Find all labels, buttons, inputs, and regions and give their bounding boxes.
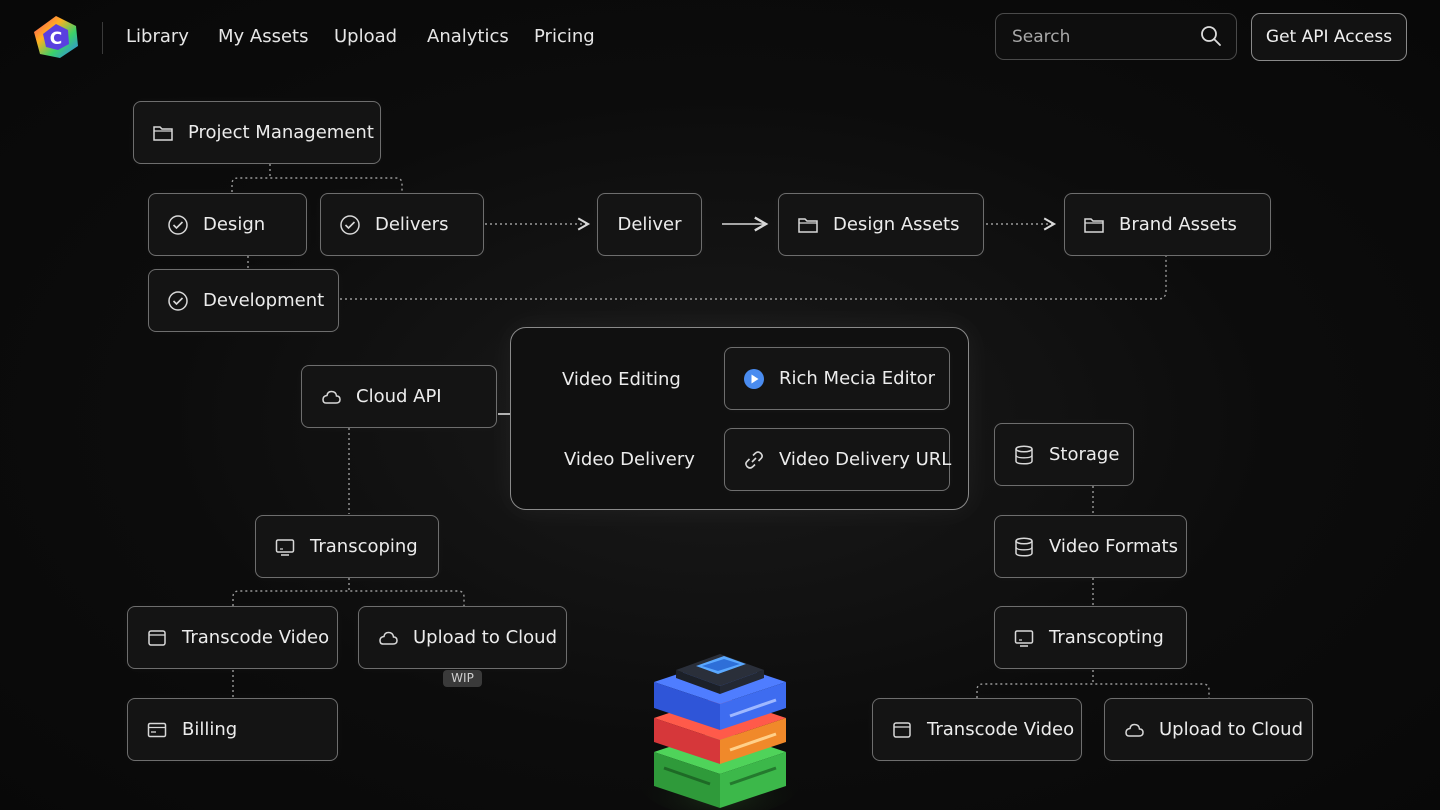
nav-link-upload[interactable]: Upload: [334, 26, 398, 47]
node-transcode-video-right[interactable]: Transcode Video: [872, 698, 1082, 761]
node-label: Development: [203, 290, 325, 311]
svg-text:C: C: [50, 29, 62, 49]
node-label: Transcopting: [1049, 627, 1164, 648]
node-design[interactable]: Design: [148, 193, 307, 256]
node-transcode-video-left[interactable]: Transcode Video: [127, 606, 338, 669]
node-label: Brand Assets: [1119, 214, 1237, 235]
node-design-assets[interactable]: Design Assets: [778, 193, 984, 256]
database-icon: [1013, 444, 1035, 466]
nav-divider: [102, 22, 103, 54]
nav-link-pricing[interactable]: Pricing: [534, 26, 595, 47]
node-label: Design Assets: [833, 214, 960, 235]
node-label: Cloud API: [356, 386, 442, 407]
wip-badge: WIP: [443, 670, 482, 687]
node-cloud-api[interactable]: Cloud API: [301, 365, 497, 428]
node-billing[interactable]: Billing: [127, 698, 338, 761]
folder-icon: [1083, 214, 1105, 236]
node-label: Upload to Cloud: [413, 627, 557, 648]
label-video-editing: Video Editing: [562, 369, 681, 390]
node-label: Video Delivery URL: [779, 449, 952, 470]
node-label: Design: [203, 214, 266, 235]
nav-link-analytics[interactable]: Analytics: [427, 26, 509, 47]
node-transcoping[interactable]: Transcoping: [255, 515, 439, 578]
node-video-formats[interactable]: Video Formats: [994, 515, 1187, 578]
folder-icon: [152, 122, 174, 144]
search-box: [995, 13, 1237, 60]
window-icon: [891, 719, 913, 741]
get-api-access-button[interactable]: Get API Access: [1251, 13, 1407, 61]
node-development[interactable]: Development: [148, 269, 339, 332]
cloud-icon: [377, 627, 399, 649]
label-video-delivery: Video Delivery: [564, 449, 695, 470]
node-storage[interactable]: Storage: [994, 423, 1134, 486]
server-stack-illustration: [640, 654, 800, 810]
node-label: Transcoping: [310, 536, 418, 557]
cloud-icon: [1123, 719, 1145, 741]
node-label: Project Management: [188, 122, 374, 143]
billing-icon: [146, 719, 168, 741]
node-upload-to-cloud-right[interactable]: Upload to Cloud: [1104, 698, 1313, 761]
node-upload-to-cloud-left[interactable]: Upload to Cloud: [358, 606, 567, 669]
logo-icon[interactable]: C: [32, 14, 80, 60]
node-rich-media-editor[interactable]: Rich Mecia Editor: [724, 347, 950, 410]
nav-link-library[interactable]: Library: [126, 26, 189, 47]
play-icon: [743, 368, 765, 390]
monitor-icon: [274, 536, 296, 558]
check-circle-icon: [167, 290, 189, 312]
cloud-icon: [320, 386, 342, 408]
node-label: Rich Mecia Editor: [779, 368, 936, 389]
node-label: Transcode Video: [182, 627, 330, 648]
monitor-icon: [1013, 627, 1035, 649]
node-label: Video Formats: [1049, 536, 1178, 557]
nav-link-my-assets[interactable]: My Assets: [218, 26, 309, 47]
top-navigation: C Library My Assets Upload Analytics Pri…: [0, 0, 1440, 76]
window-icon: [146, 627, 168, 649]
node-delivers[interactable]: Delivers: [320, 193, 484, 256]
node-label: Deliver: [617, 214, 682, 235]
node-label: Transcode Video: [927, 719, 1075, 740]
node-label: Delivers: [375, 214, 449, 235]
search-input[interactable]: [1010, 14, 1194, 60]
link-icon: [743, 449, 765, 471]
node-transcopting[interactable]: Transcopting: [994, 606, 1187, 669]
search-icon[interactable]: [1200, 25, 1222, 47]
node-label: Storage: [1049, 444, 1120, 465]
node-label: Billing: [182, 719, 238, 740]
node-project-management[interactable]: Project Management: [133, 101, 381, 164]
check-circle-icon: [167, 214, 189, 236]
folder-icon: [797, 214, 819, 236]
database-icon: [1013, 536, 1035, 558]
node-video-delivery-url[interactable]: Video Delivery URL: [724, 428, 952, 491]
node-label: Upload to Cloud: [1159, 719, 1303, 740]
node-brand-assets[interactable]: Brand Assets: [1064, 193, 1271, 256]
check-circle-icon: [339, 214, 361, 236]
node-deliver[interactable]: Deliver: [597, 193, 702, 256]
